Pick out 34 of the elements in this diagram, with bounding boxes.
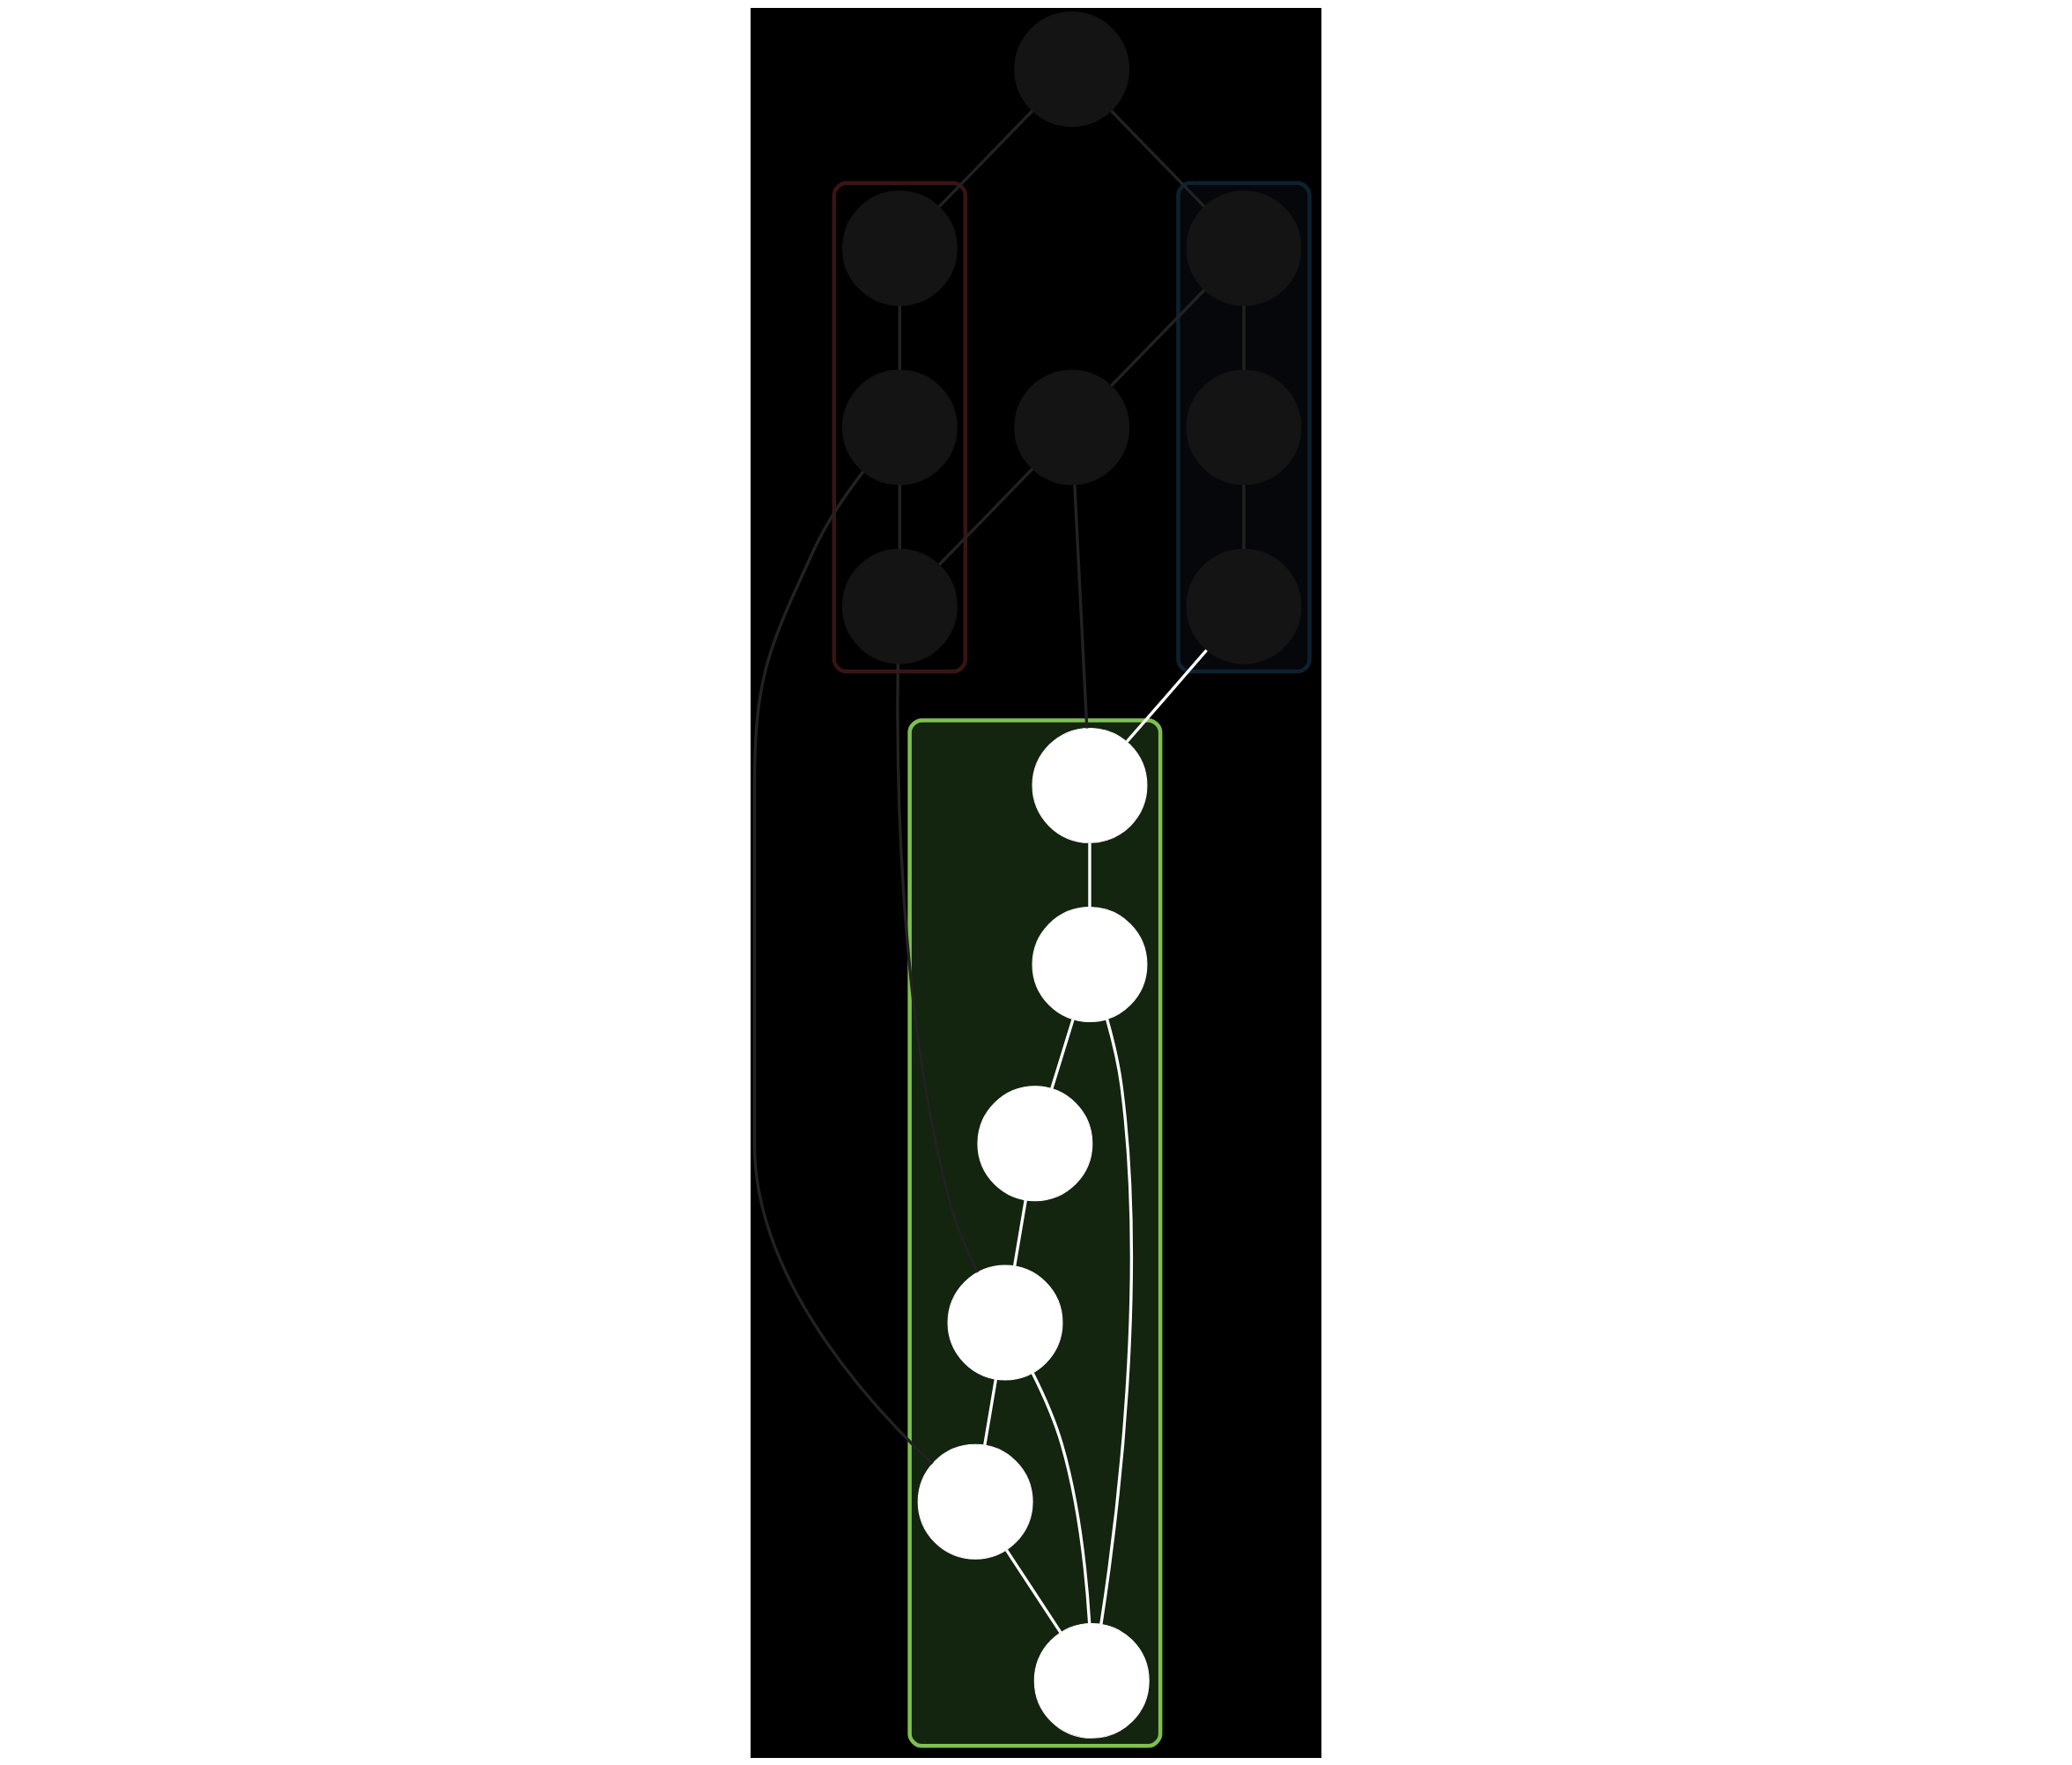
connector <box>1012 1199 1027 1266</box>
connector <box>752 470 934 1465</box>
connector <box>898 305 902 370</box>
node-circle <box>1032 727 1148 843</box>
connector <box>1031 1372 1092 1623</box>
node-circle <box>1186 189 1302 306</box>
connector <box>1073 484 1089 729</box>
cluster <box>832 181 968 673</box>
connector <box>896 663 980 1273</box>
cluster <box>907 717 1163 1748</box>
connector <box>1099 1018 1133 1625</box>
node-circle <box>1186 548 1302 664</box>
connector <box>1050 1019 1075 1089</box>
node-circle <box>1186 368 1302 485</box>
node-circle <box>1014 368 1130 485</box>
connector <box>1088 842 1092 908</box>
cluster <box>1176 181 1312 673</box>
node-circle <box>841 189 958 306</box>
node-circle <box>947 1264 1063 1380</box>
node-circle <box>1032 906 1148 1022</box>
connector <box>1110 109 1206 208</box>
node-circle <box>1033 1622 1150 1739</box>
connector <box>938 467 1034 566</box>
node-circle <box>841 548 958 664</box>
connector <box>983 1378 998 1445</box>
connector <box>1005 1548 1062 1634</box>
connector <box>938 109 1034 208</box>
connector <box>1110 288 1206 387</box>
node-circle <box>1014 11 1130 127</box>
node-circle <box>841 368 958 485</box>
connector <box>1125 649 1208 743</box>
node-circle <box>977 1085 1093 1201</box>
node-circle <box>917 1443 1033 1560</box>
connector <box>898 484 902 549</box>
